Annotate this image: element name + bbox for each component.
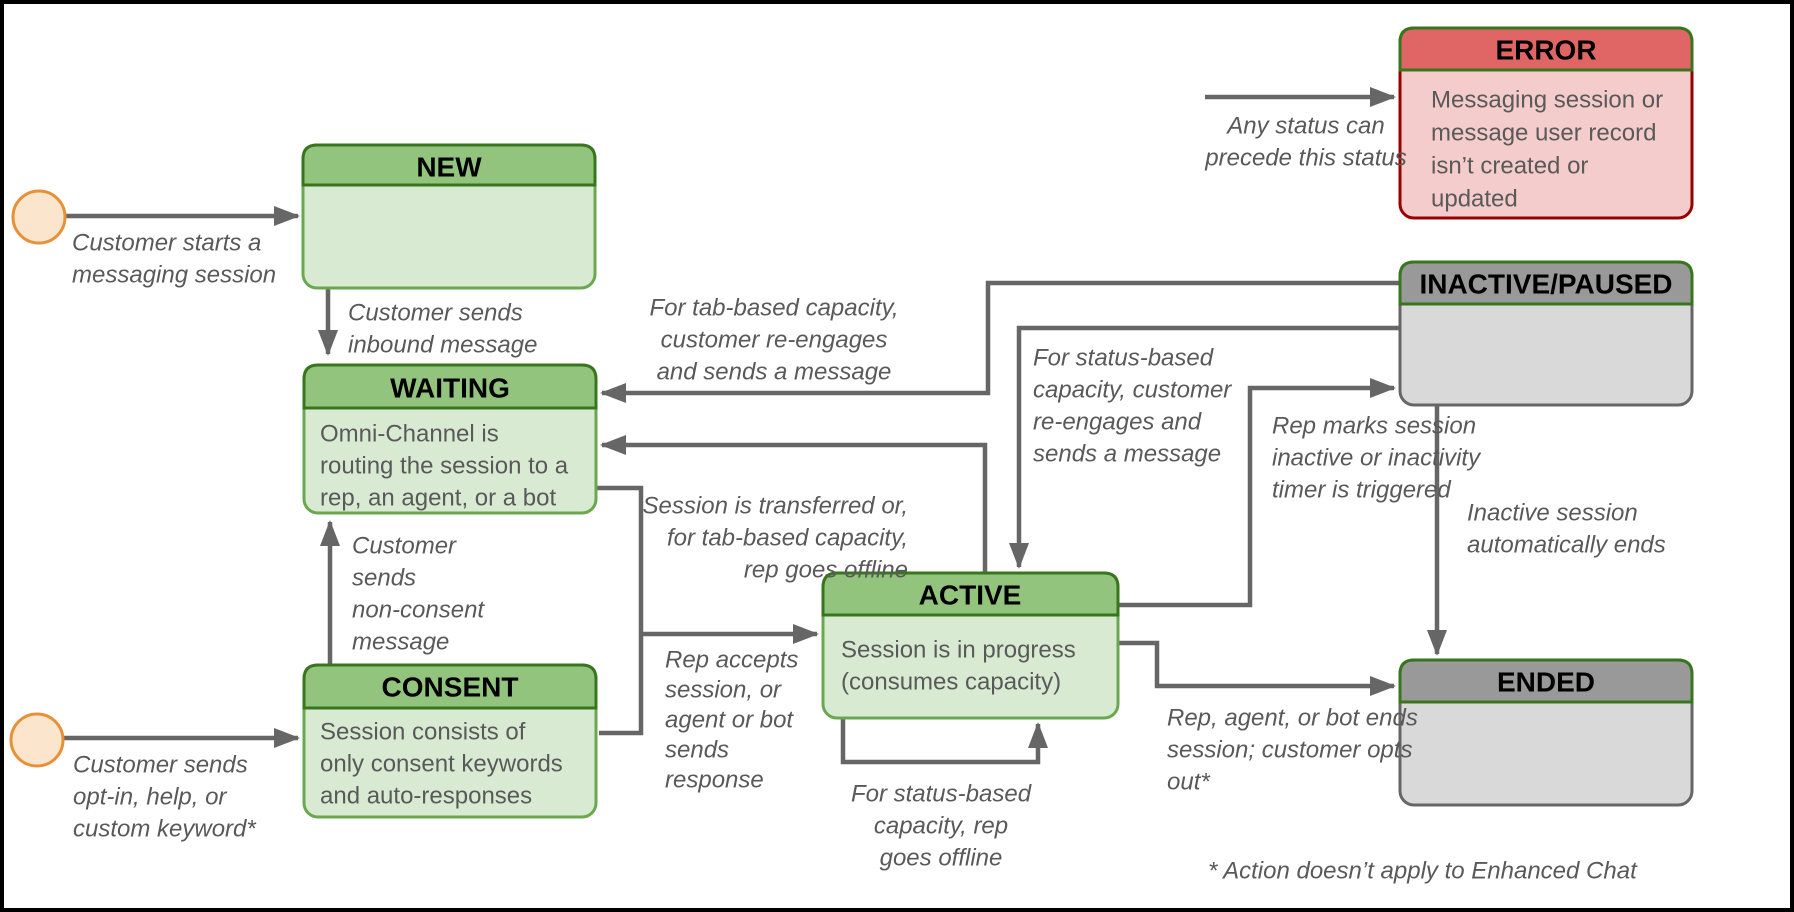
label-tab-reengage: customer re-engages bbox=[661, 327, 888, 354]
state-error-body: updated bbox=[1431, 186, 1518, 213]
state-waiting-title: WAITING bbox=[390, 373, 510, 404]
state-ended: ENDED bbox=[1398, 658, 1694, 807]
edges bbox=[63, 87, 1447, 765]
label-status-reengage: capacity, customer bbox=[1033, 377, 1232, 404]
edge-labels: Customer starts a messaging session Cust… bbox=[72, 113, 1666, 885]
label-transferred: Session is transferred or, bbox=[643, 493, 908, 520]
label-inbound-message: Customer sends bbox=[348, 300, 523, 327]
state-error-body: isn’t created or bbox=[1431, 153, 1588, 180]
label-inbound-message: inbound message bbox=[348, 332, 537, 359]
state-waiting-body: rep, an agent, or a bot bbox=[320, 485, 557, 512]
state-active-title: ACTIVE bbox=[919, 580, 1022, 611]
label-rep-marks: timer is triggered bbox=[1272, 477, 1451, 504]
state-waiting-body: routing the session to a bbox=[320, 453, 569, 480]
label-any-status: Any status can bbox=[1225, 113, 1384, 140]
arrow-active-self-loop bbox=[840, 718, 1048, 765]
state-waiting-body: Omni-Channel is bbox=[320, 421, 499, 448]
state-ended-title: ENDED bbox=[1497, 667, 1595, 698]
label-rep-accepts: Rep accepts bbox=[665, 647, 798, 674]
state-new: NEW bbox=[301, 143, 597, 290]
label-start-session: Customer starts a bbox=[72, 230, 261, 257]
start-node bbox=[9, 712, 65, 768]
label-non-consent: sends bbox=[352, 565, 416, 592]
label-start-session: messaging session bbox=[72, 262, 276, 289]
label-opt-in: Customer sends bbox=[73, 752, 248, 779]
label-any-status: precede this status bbox=[1204, 145, 1406, 172]
label-non-consent: non-consent bbox=[352, 597, 485, 624]
label-inactive-ends: automatically ends bbox=[1467, 532, 1666, 559]
label-rep-marks: Rep marks session bbox=[1272, 413, 1476, 440]
label-rep-ends: Rep, agent, or bot ends bbox=[1167, 705, 1418, 732]
label-opt-in: custom keyword* bbox=[73, 816, 256, 843]
arrow-active-to-ended bbox=[1118, 640, 1396, 696]
label-rep-marks: inactive or inactivity bbox=[1272, 445, 1482, 472]
label-status-offline: For status-based bbox=[851, 781, 1032, 808]
footnote: * Action doesn’t apply to Enhanced Chat bbox=[1208, 858, 1638, 885]
state-inactive-paused-title: INACTIVE/PAUSED bbox=[1419, 269, 1672, 300]
state-active: ACTIVE Session is in progress (consumes … bbox=[821, 571, 1120, 720]
state-waiting: WAITING Omni-Channel is routing the sess… bbox=[302, 363, 598, 515]
state-active-body: (consumes capacity) bbox=[841, 669, 1061, 696]
label-rep-accepts: response bbox=[665, 767, 764, 794]
label-rep-ends: out* bbox=[1167, 769, 1210, 796]
state-consent-title: CONSENT bbox=[382, 672, 519, 703]
label-transferred: for tab-based capacity, bbox=[667, 525, 908, 552]
label-tab-reengage: For tab-based capacity, bbox=[649, 295, 898, 322]
arrow-active-to-inactive bbox=[1118, 378, 1396, 608]
state-error-title: ERROR bbox=[1495, 35, 1596, 66]
label-tab-reengage: and sends a message bbox=[657, 359, 892, 386]
state-error-body: message user record bbox=[1431, 120, 1656, 147]
state-error: ERROR Messaging session or message user … bbox=[1398, 26, 1694, 220]
state-consent-body: Session consists of bbox=[320, 719, 526, 746]
label-status-offline: goes offline bbox=[880, 845, 1003, 872]
label-non-consent: Customer bbox=[352, 533, 457, 560]
label-status-reengage: sends a message bbox=[1033, 441, 1221, 468]
connector-waiting-consent-trunk bbox=[596, 485, 644, 736]
label-inactive-ends: Inactive session bbox=[1467, 500, 1638, 527]
label-transferred: rep goes offline bbox=[744, 557, 908, 584]
arrow-active-to-waiting-transfer bbox=[600, 435, 988, 573]
label-non-consent: message bbox=[352, 629, 449, 656]
start-node bbox=[11, 189, 67, 245]
arrow-inactive-to-waiting-tab bbox=[600, 280, 1400, 403]
label-status-reengage: re-engages and bbox=[1033, 409, 1202, 436]
state-inactive-paused: INACTIVE/PAUSED bbox=[1398, 260, 1694, 407]
state-consent-body: only consent keywords bbox=[320, 751, 563, 778]
label-opt-in: opt-in, help, or bbox=[73, 784, 227, 811]
state-active-body: Session is in progress bbox=[841, 637, 1076, 664]
label-status-reengage: For status-based bbox=[1033, 345, 1214, 372]
state-consent-body: and auto-responses bbox=[320, 783, 532, 810]
arrow-inactive-to-active-status bbox=[1009, 325, 1400, 569]
label-rep-accepts: session, or bbox=[665, 677, 782, 704]
label-rep-accepts: agent or bot bbox=[665, 707, 794, 734]
label-status-offline: capacity, rep bbox=[874, 813, 1008, 840]
state-new-title: NEW bbox=[416, 152, 482, 183]
label-rep-accepts: sends bbox=[665, 737, 729, 764]
label-rep-ends: session; customer opts bbox=[1167, 737, 1412, 764]
state-error-body: Messaging session or bbox=[1431, 87, 1663, 114]
state-consent: CONSENT Session consists of only consent… bbox=[302, 663, 598, 819]
